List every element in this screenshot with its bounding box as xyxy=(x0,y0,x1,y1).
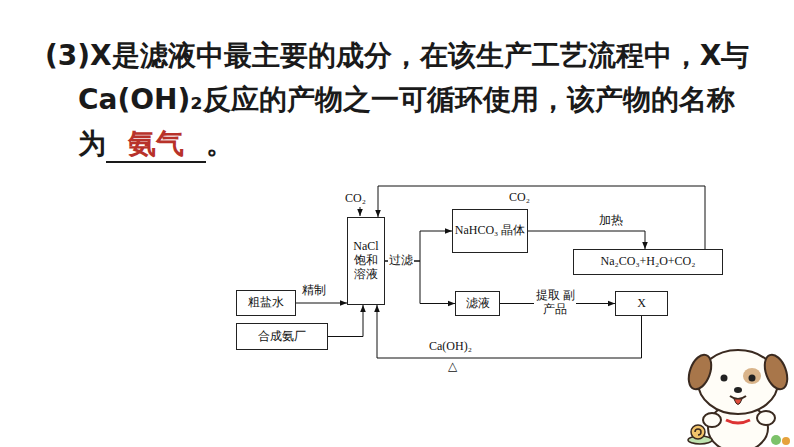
box-label: 粗盐水 xyxy=(248,296,284,310)
source-box: 粗盐水 xyxy=(236,290,296,316)
box-label: NaHCO₃ 晶体 xyxy=(455,224,526,238)
answer-text: 氨气 xyxy=(106,127,206,163)
edge-label: Ca(OH)₂ xyxy=(428,340,473,354)
flow-arrow xyxy=(296,303,347,304)
question-text: 。 xyxy=(206,127,234,160)
box-label: 滤液 xyxy=(466,297,490,311)
product-box: NaHCO₃ 晶体 xyxy=(452,209,528,253)
flow-arrow xyxy=(377,305,642,358)
flow-arrow xyxy=(328,305,363,337)
process-box: NaCl 饱和 溶液 xyxy=(347,217,385,305)
small-items xyxy=(771,435,790,445)
cartoon-dog xyxy=(684,350,791,447)
flow-arrow xyxy=(528,231,645,249)
box-label: X xyxy=(637,297,646,311)
edge-label: 精制 xyxy=(301,284,327,298)
box-label: 合成氨厂 xyxy=(258,330,306,344)
product-box: X xyxy=(615,291,668,316)
question-text: (3)X是滤液中最主要的成分，在该生产工艺流程中，X与Ca(OH)₂反应的产物之… xyxy=(45,34,750,166)
edge-label: 过滤 xyxy=(388,254,414,268)
product-box: Na₂CO₃+H₂O+CO₂ xyxy=(573,249,723,275)
edge-label: 加热 xyxy=(598,214,624,228)
box-label: NaCl 饱和 溶液 xyxy=(351,240,381,281)
heat-symbol: △ xyxy=(447,360,458,374)
feed-arrow xyxy=(360,207,361,216)
flow-arrow xyxy=(378,186,705,249)
process-box: 滤液 xyxy=(455,291,500,316)
edge-label: CO₂ xyxy=(508,191,531,205)
gas-label: CO₂ xyxy=(344,192,367,206)
box-label: Na₂CO₃+H₂O+CO₂ xyxy=(601,255,696,269)
snail xyxy=(688,425,712,444)
source-box: 合成氨厂 xyxy=(236,323,328,350)
edge-label: 提取 副产品 xyxy=(534,289,576,317)
